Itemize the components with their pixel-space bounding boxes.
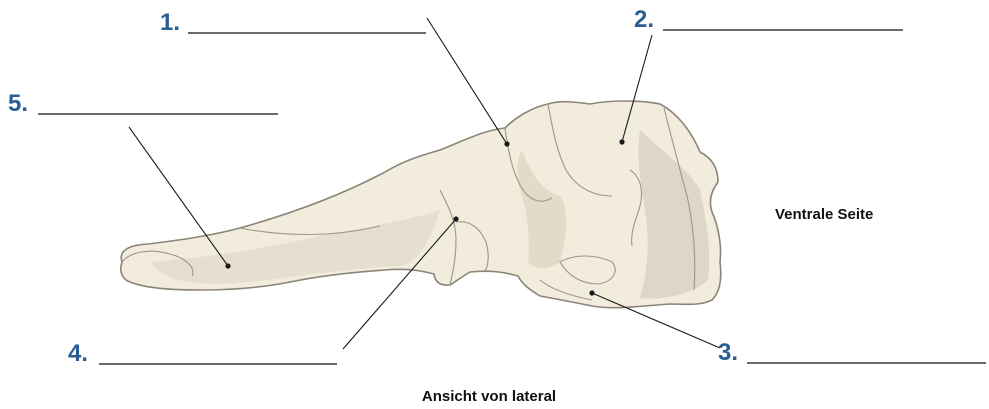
side-label-ventral: Ventrale Seite — [775, 206, 873, 223]
label-number-3: 3. — [718, 339, 738, 366]
view-caption: Ansicht von lateral — [422, 388, 556, 405]
label-number-5: 5. — [8, 90, 28, 117]
label-1: 1. — [160, 9, 426, 36]
label-number-1: 1. — [160, 9, 180, 36]
leader-line-1 — [427, 18, 507, 144]
vertebra-illustration — [121, 101, 721, 308]
leader-dot-2 — [619, 139, 624, 144]
leader-dot-3 — [589, 290, 594, 295]
leader-dot-1 — [504, 141, 509, 146]
label-number-2: 2. — [634, 6, 654, 33]
label-5: 5. — [8, 90, 278, 117]
label-4: 4. — [68, 340, 337, 367]
label-2: 2. — [634, 6, 903, 33]
leader-dot-4 — [453, 216, 458, 221]
leader-dot-5 — [225, 263, 230, 268]
label-number-4: 4. — [68, 340, 88, 367]
label-3: 3. — [718, 339, 986, 366]
